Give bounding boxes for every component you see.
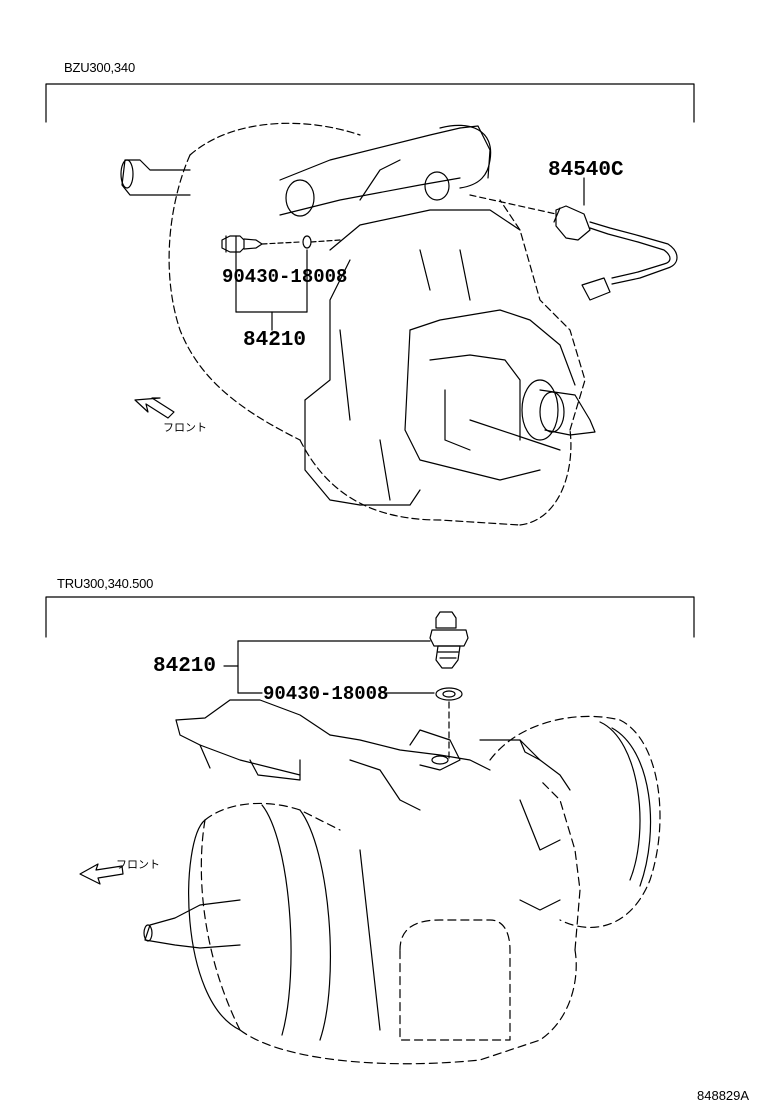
callout-top-gasket: 90430-18008	[222, 266, 348, 288]
callout-top-switch-84210: 84210	[243, 329, 307, 352]
bottom-transmission-drawing	[143, 699, 661, 1065]
figure-reference-number: 848829A	[697, 1088, 750, 1103]
bottom-front-arrow-icon	[79, 863, 124, 885]
callout-bottom-switch-84210: 84210	[153, 655, 217, 678]
top-transmission-drawing	[120, 122, 596, 526]
top-front-arrow-icon	[134, 397, 175, 419]
callout-bottom-gasket: 90430-18008	[263, 683, 389, 705]
top-front-label: フロント	[163, 422, 207, 434]
callout-top-sensor-84540c: 84540C	[548, 159, 624, 182]
bottom-section-bracket	[45, 596, 695, 638]
top-sensor-part	[469, 177, 678, 301]
bottom-switch-part	[223, 611, 469, 761]
bottom-model-label: TRU300,340.500	[57, 576, 154, 591]
bottom-front-label: フロント	[116, 859, 160, 871]
top-section-bracket	[45, 83, 695, 123]
top-model-label: BZU300,340	[64, 60, 135, 75]
top-switch-part	[221, 235, 341, 331]
